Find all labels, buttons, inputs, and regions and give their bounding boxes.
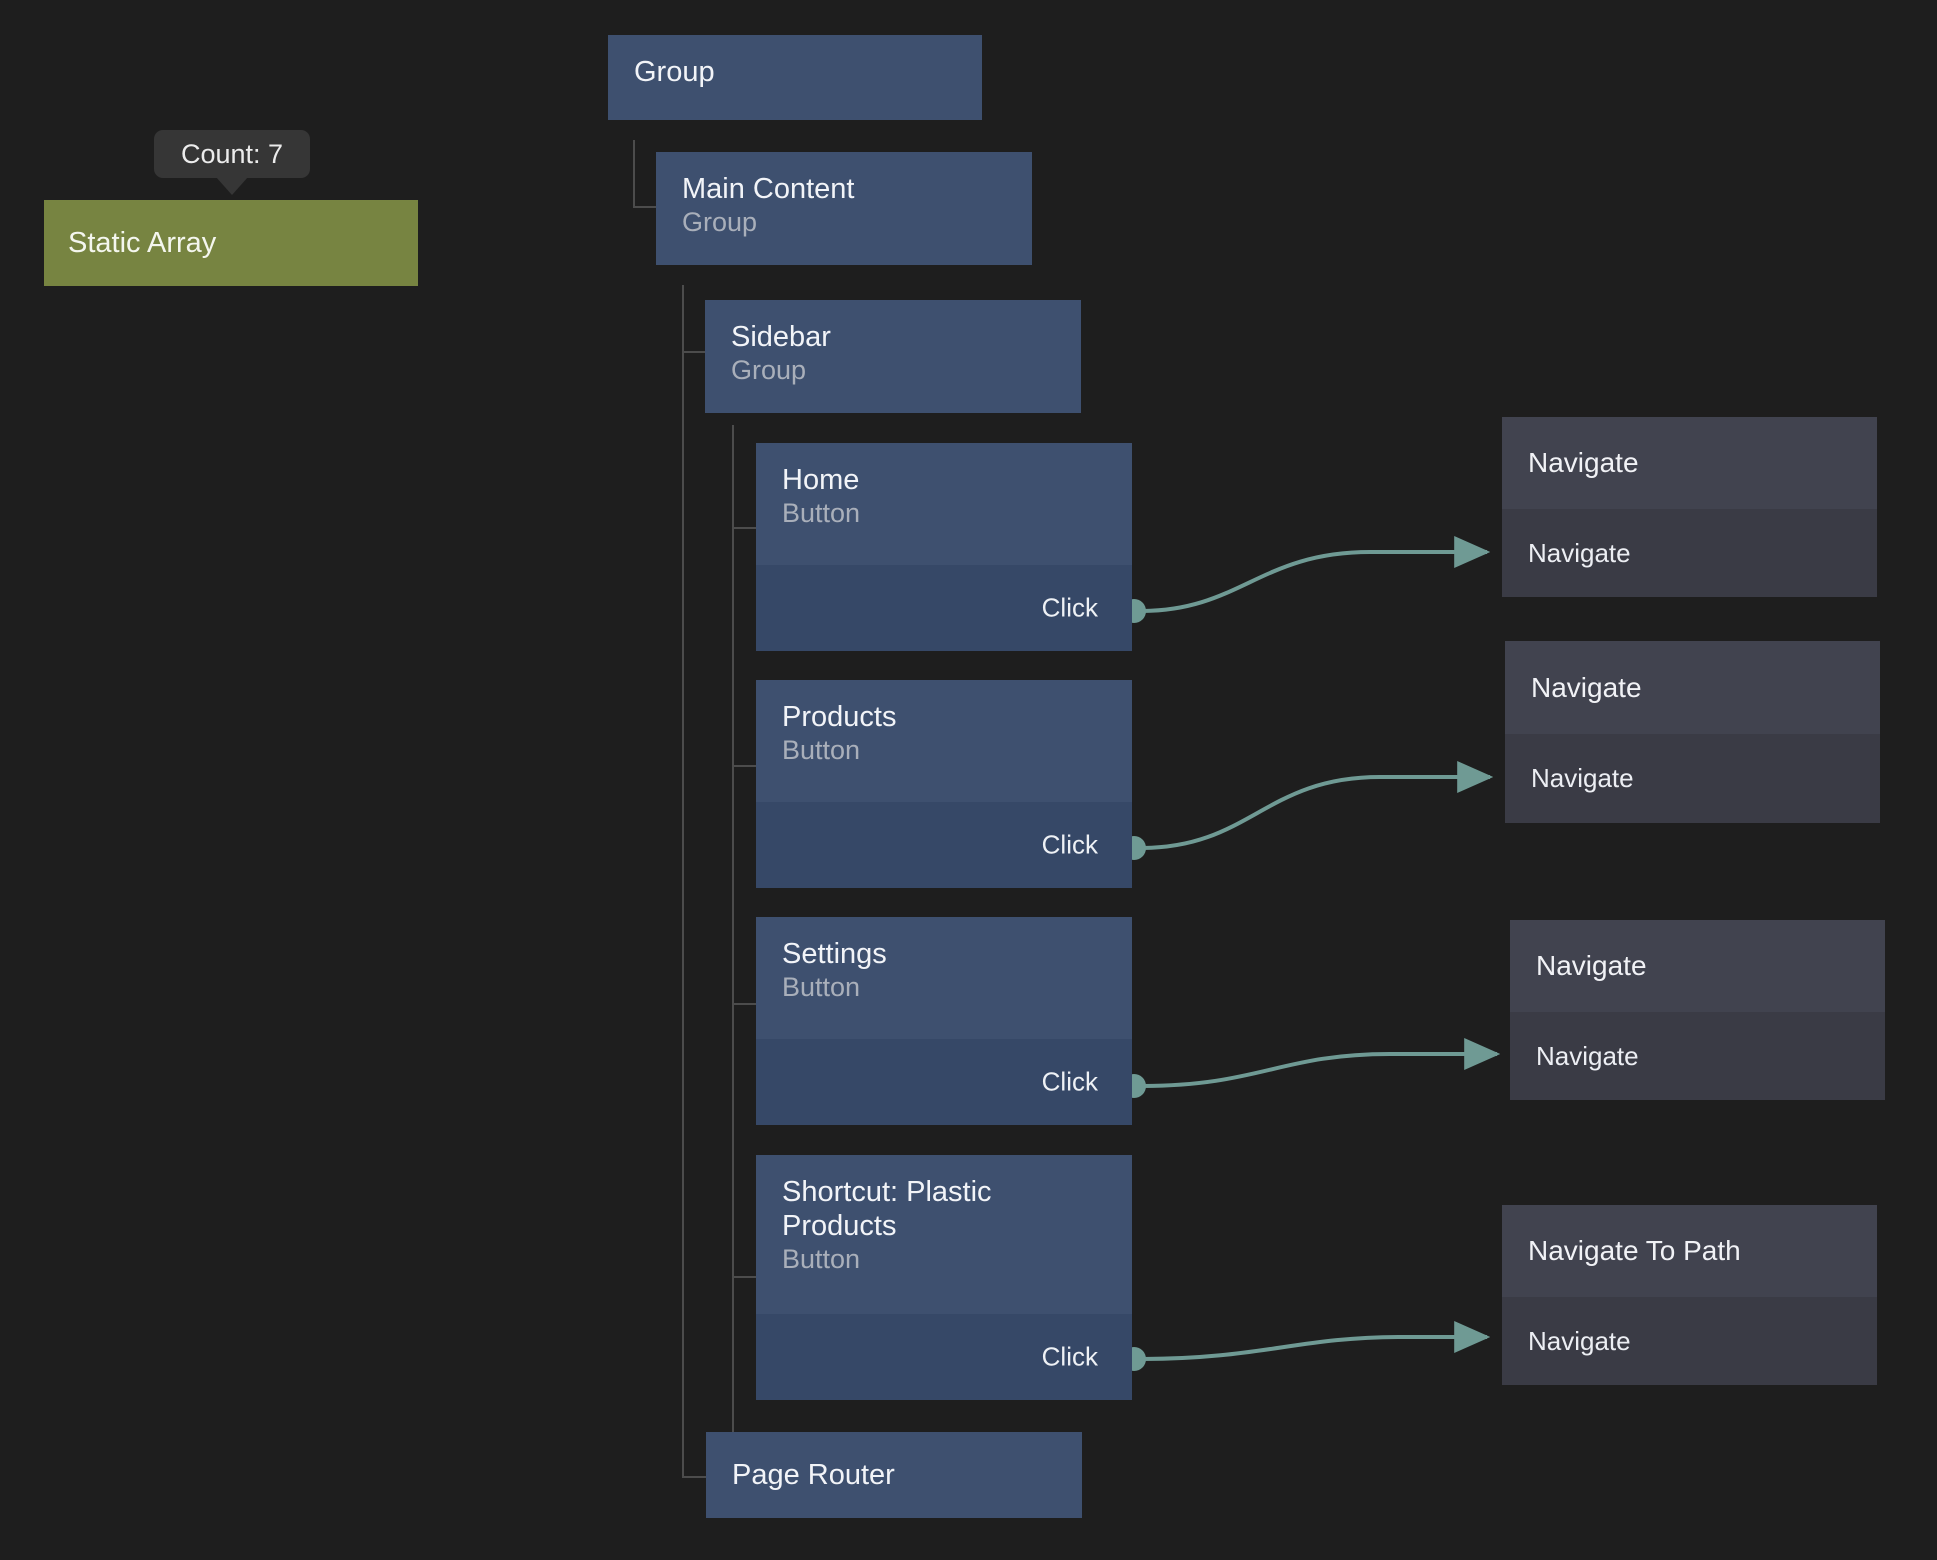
static-array-label: Static Array: [68, 226, 217, 259]
tree-node-settings[interactable]: Settings Button Click: [756, 917, 1132, 1125]
tree-node-page-router[interactable]: Page Router: [706, 1432, 1082, 1518]
port-row-settings-click[interactable]: Click: [756, 1039, 1132, 1125]
connector-sidebar-spine: [682, 353, 684, 1478]
port-row-products-click[interactable]: Click: [756, 802, 1132, 888]
tree-node-sidebar-subtitle: Group: [731, 355, 807, 385]
connector-main-sidebar-stub: [682, 351, 706, 353]
action-node-navigate-products-header: Navigate: [1505, 641, 1880, 734]
tree-node-shortcut-subtitle: Button: [782, 1244, 861, 1274]
tree-node-sidebar-title: Sidebar: [731, 321, 831, 353]
port-label-settings-click: Click: [1041, 1066, 1098, 1097]
action-row-navigate-settings[interactable]: Navigate: [1536, 1040, 1639, 1071]
connector-shortcut-stub: [732, 1276, 756, 1278]
tree-node-home-body: Home Button: [756, 443, 1132, 565]
count-tooltip-arrow: [216, 177, 248, 195]
connector-group-main-stub: [633, 206, 657, 208]
tree-node-group-title: Group: [634, 56, 715, 88]
tree-node-products[interactable]: Products Button Click: [756, 680, 1132, 888]
tree-node-settings-subtitle: Button: [782, 972, 861, 1002]
action-node-navigate-settings[interactable]: Navigate Navigate: [1510, 920, 1885, 1100]
tree-node-main-content-body: Main Content Group: [656, 152, 1032, 256]
action-row-navigate-home[interactable]: Navigate: [1528, 537, 1631, 568]
tree-node-shortcut-body: Shortcut: Plastic Products Button: [756, 1155, 1132, 1314]
port-row-home-click[interactable]: Click: [756, 565, 1132, 651]
tree-node-sidebar[interactable]: Sidebar Group: [705, 300, 1081, 413]
tree-node-home-title: Home: [782, 464, 860, 496]
tree-node-sidebar-body: Sidebar Group: [705, 300, 1081, 404]
action-node-navigate-products[interactable]: Navigate Navigate: [1505, 641, 1880, 823]
port-label-products-click: Click: [1041, 829, 1098, 860]
tree-node-home[interactable]: Home Button Click: [756, 443, 1132, 651]
action-row-navigate-products[interactable]: Navigate: [1531, 763, 1634, 793]
tree-node-products-body: Products Button: [756, 680, 1132, 802]
edge-shortcut-navigate: [1140, 1321, 1491, 1361]
tree-node-home-subtitle: Button: [782, 498, 861, 528]
tree-node-group[interactable]: Group: [608, 35, 982, 120]
tree-node-shortcut-plastic-products[interactable]: Shortcut: Plastic Products Button Click: [756, 1155, 1132, 1400]
tree-node-products-title: Products: [782, 701, 897, 733]
action-node-navigate-settings-header: Navigate: [1510, 920, 1885, 1012]
action-node-navigate-home[interactable]: Navigate Navigate: [1502, 417, 1877, 597]
tree-node-settings-body: Settings Button: [756, 917, 1132, 1039]
tree-node-settings-title: Settings: [782, 938, 887, 970]
connector-home-stub: [732, 527, 756, 529]
action-node-navigate-to-path-header: Navigate To Path: [1502, 1205, 1877, 1297]
connector-products-stub: [732, 765, 756, 767]
connector-page-router-stub: [682, 1476, 706, 1478]
tree-node-products-subtitle: Button: [782, 735, 861, 765]
count-tooltip: Count: 7: [154, 130, 310, 178]
port-row-shortcut-click[interactable]: Click: [756, 1314, 1132, 1400]
action-node-navigate-to-path[interactable]: Navigate To Path Navigate: [1502, 1205, 1877, 1385]
connector-group-main: [633, 140, 635, 208]
edge-settings-navigate: [1140, 1038, 1501, 1088]
tree-node-page-router-title: Page Router: [732, 1459, 895, 1491]
tree-node-main-content-subtitle: Group: [682, 207, 758, 237]
edge-products-navigate: [1140, 761, 1494, 850]
tree-node-shortcut-title: Shortcut: Plastic Products: [782, 1176, 992, 1242]
action-node-navigate-home-header: Navigate: [1502, 417, 1877, 509]
tree-node-main-content-title: Main Content: [682, 173, 855, 205]
connector-settings-stub: [732, 1003, 756, 1005]
count-tooltip-label: Count: 7: [180, 138, 284, 169]
port-label-shortcut-click: Click: [1041, 1341, 1098, 1372]
connector-main-sidebar: [682, 285, 684, 353]
tree-node-page-router-body: Page Router: [706, 1432, 1082, 1518]
connector-sidebar-children-spine: [732, 425, 734, 1478]
port-label-home-click: Click: [1041, 592, 1098, 623]
tree-node-group-body: Group: [608, 35, 982, 107]
static-array-node[interactable]: Static Array: [44, 200, 418, 286]
tree-node-main-content[interactable]: Main Content Group: [656, 152, 1032, 265]
edge-home-navigate: [1140, 536, 1491, 613]
action-row-navigate-to-path[interactable]: Navigate: [1528, 1325, 1631, 1356]
